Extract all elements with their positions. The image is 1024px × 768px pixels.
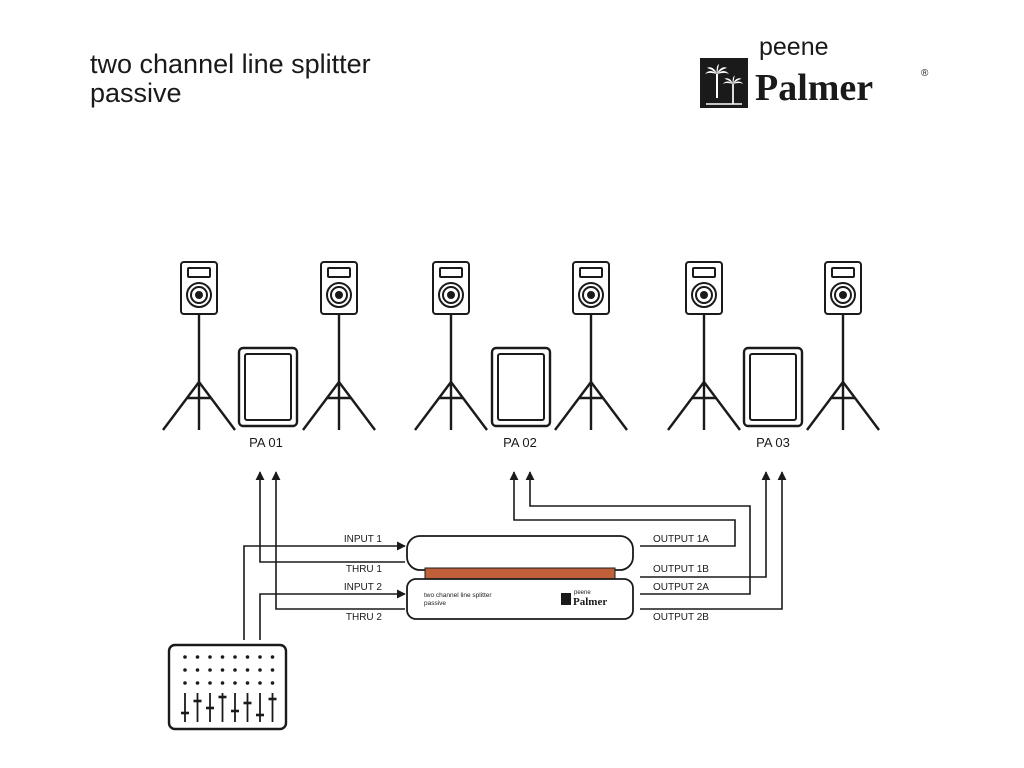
cable-output-1b [640, 471, 771, 578]
pa-system-2: PA 02 [413, 260, 629, 450]
cable-input-1 [243, 541, 406, 640]
speaker-on-stand-icon [666, 260, 742, 432]
subwoofer-icon [237, 346, 299, 428]
cable-output-2b [640, 471, 787, 610]
speaker-on-stand-icon [413, 260, 489, 432]
port-label-input-2: INPUT 2 [344, 582, 383, 593]
pa-label: PA 02 [503, 435, 537, 450]
speaker-on-stand-icon [301, 260, 377, 432]
cable-thru-2 [271, 471, 405, 610]
page-title: two channel line splitter passive [90, 50, 371, 108]
speaker-on-stand-icon [161, 260, 237, 432]
device-text-line-2: passive [424, 600, 446, 607]
pa-label: PA 01 [249, 435, 283, 450]
port-label-thru-2: THRU 2 [346, 612, 383, 623]
splitter-device: two channel line splitter passive peene … [406, 535, 634, 620]
brand-logo: peene Palmer ® [700, 33, 929, 109]
brand-name: Palmer [755, 67, 873, 109]
cable-output-1a [509, 471, 736, 547]
device-brand-name: Palmer [573, 596, 607, 608]
title-line-1: two channel line splitter [90, 49, 371, 79]
port-labels: INPUT 1 THRU 1 INPUT 2 THRU 2 OUTPUT 1A … [344, 534, 709, 623]
device-brand-small: peene [574, 590, 591, 596]
subwoofer-icon [742, 346, 804, 428]
pa-system-3: PA 03 [666, 260, 881, 450]
brand-small: peene [759, 33, 829, 61]
cables [243, 471, 787, 640]
port-label-input-1: INPUT 1 [344, 534, 383, 545]
device-palm-logo-icon [561, 593, 571, 605]
speaker-on-stand-icon [805, 260, 881, 432]
mixing-console-icon [167, 643, 288, 731]
port-label-output-2b: OUTPUT 2B [653, 612, 709, 623]
cable-output-2a [525, 471, 751, 595]
title-line-2: passive [90, 78, 182, 108]
brand-registered-mark: ® [921, 68, 929, 79]
pa-label: PA 03 [756, 435, 790, 450]
port-label-output-2a: OUTPUT 2A [653, 582, 709, 593]
port-label-thru-1: THRU 1 [346, 564, 383, 575]
port-label-output-1b: OUTPUT 1B [653, 564, 709, 575]
speaker-on-stand-icon [553, 260, 629, 432]
device-front-panel [406, 578, 634, 620]
cable-thru-1 [255, 471, 405, 563]
pa-system-1: PA 01 [161, 260, 377, 450]
subwoofer-icon [490, 346, 552, 428]
port-label-output-1a: OUTPUT 1A [653, 534, 709, 545]
device-text-line-1: two channel line splitter [424, 592, 492, 599]
device-top-panel [406, 535, 634, 571]
cable-input-2 [259, 589, 406, 640]
